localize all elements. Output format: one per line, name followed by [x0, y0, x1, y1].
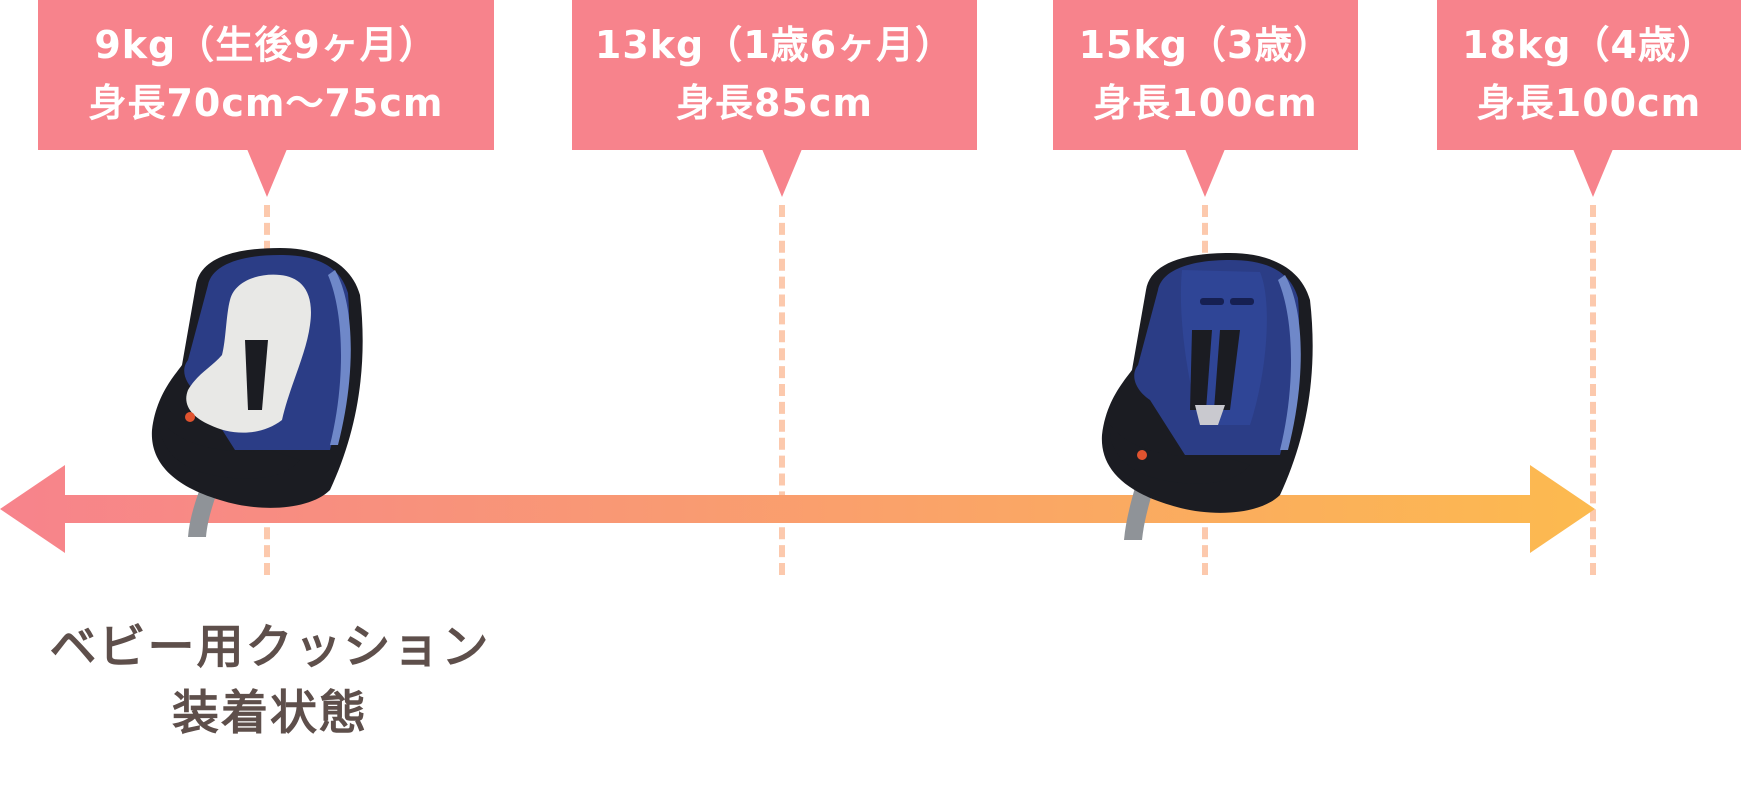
seat-side-stripe: [1278, 275, 1301, 450]
milestone-height: 身長100cm: [1476, 81, 1702, 125]
seat-base: [159, 420, 300, 479]
milestone-weight-age: 13kg（1歳6ヶ月）: [594, 23, 955, 67]
buckle-light: [185, 412, 195, 422]
milestone-weight-age: 18kg（4歳）: [1462, 23, 1716, 67]
callout-box: 9kg（生後9ヶ月） 身長70cm〜75cm: [38, 0, 494, 150]
milestone-weight-age: 9kg（生後9ヶ月）: [94, 23, 438, 67]
milestone-height: 身長100cm: [1093, 81, 1318, 125]
double-headed-arrow-icon: [0, 465, 1595, 553]
milestone-weight-age: 15kg（3歳）: [1078, 23, 1333, 67]
caption-line-2: 装着状態: [172, 686, 368, 741]
guide-line: [779, 205, 785, 575]
harness-buckle: [1195, 405, 1225, 425]
callout-pointer: [1185, 149, 1225, 197]
buckle-light: [1137, 450, 1147, 460]
caption-line-1: ベビー用クッション: [49, 620, 491, 675]
seat-base: [1109, 425, 1250, 484]
callout-pointer: [1573, 149, 1613, 197]
harness: [1190, 330, 1212, 410]
arrow-shape: [0, 465, 1595, 553]
child-seat-with-baby-cushion-icon: [151, 248, 363, 537]
callout-pointer: [762, 149, 802, 197]
callout-pointer: [247, 149, 287, 197]
harness: [1214, 330, 1240, 410]
callout-box: 13kg（1歳6ヶ月） 身長85cm: [572, 0, 977, 150]
guide-line: [1590, 205, 1596, 575]
milestone-height: 身長70cm〜75cm: [88, 81, 444, 125]
callout-box: 18kg（4歳） 身長100cm: [1437, 0, 1741, 150]
harness-slot: [1230, 298, 1254, 305]
milestone-height: 身長85cm: [675, 81, 873, 125]
harness-slot: [1200, 298, 1224, 305]
child-seat-without-cushion-icon: [1101, 253, 1313, 540]
harness: [245, 340, 268, 410]
callout-box: 15kg（3歳） 身長100cm: [1053, 0, 1358, 150]
cushion-status-caption: ベビー用クッション 装着状態: [0, 615, 540, 747]
seat-side-stripe: [328, 270, 351, 445]
